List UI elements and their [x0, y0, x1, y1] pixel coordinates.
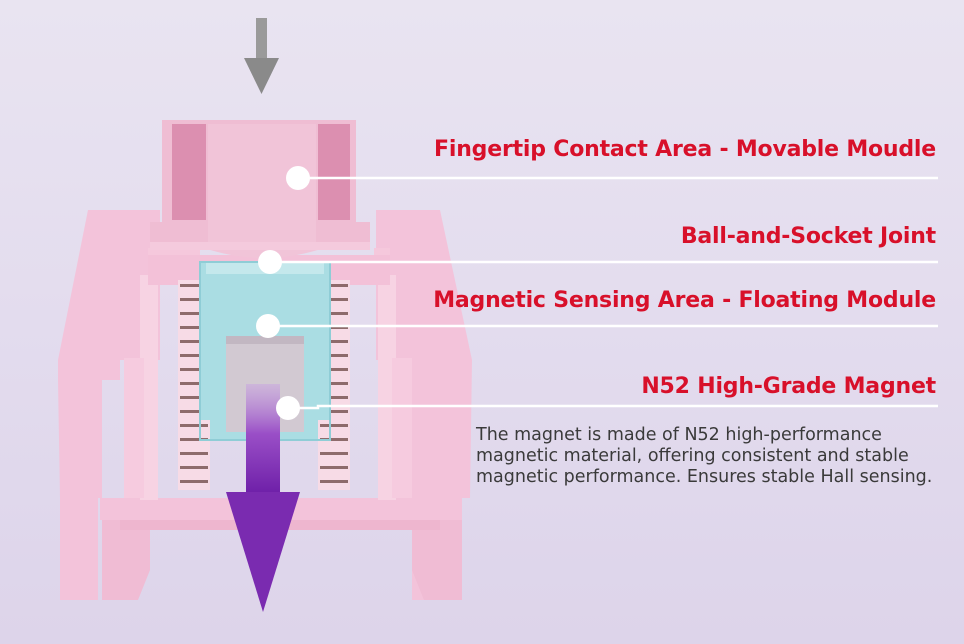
callout-dot-joint [258, 250, 282, 274]
callout-dots [256, 166, 310, 420]
travel-direction-arrow [226, 384, 300, 612]
callout-title-n52-magnet: N52 High-Grade Magnet [641, 374, 936, 399]
movable-stem [150, 120, 370, 258]
callout-lines [268, 176, 938, 410]
press-direction-arrow [244, 18, 279, 94]
callout-dot-fingertip [286, 166, 310, 190]
callout-dot-magnet [276, 396, 300, 420]
callout-dot-sensing [256, 314, 280, 338]
magnet-description: The magnet is made of N52 high-performan… [476, 425, 933, 487]
callout-title-magnetic-sensing-area: Magnetic Sensing Area - Floating Module [433, 288, 936, 313]
callout-title-ball-socket-joint: Ball-and-Socket Joint [680, 224, 936, 249]
callout-title-fingertip-contact-area: Fingertip Contact Area - Movable Moudle [434, 137, 936, 162]
